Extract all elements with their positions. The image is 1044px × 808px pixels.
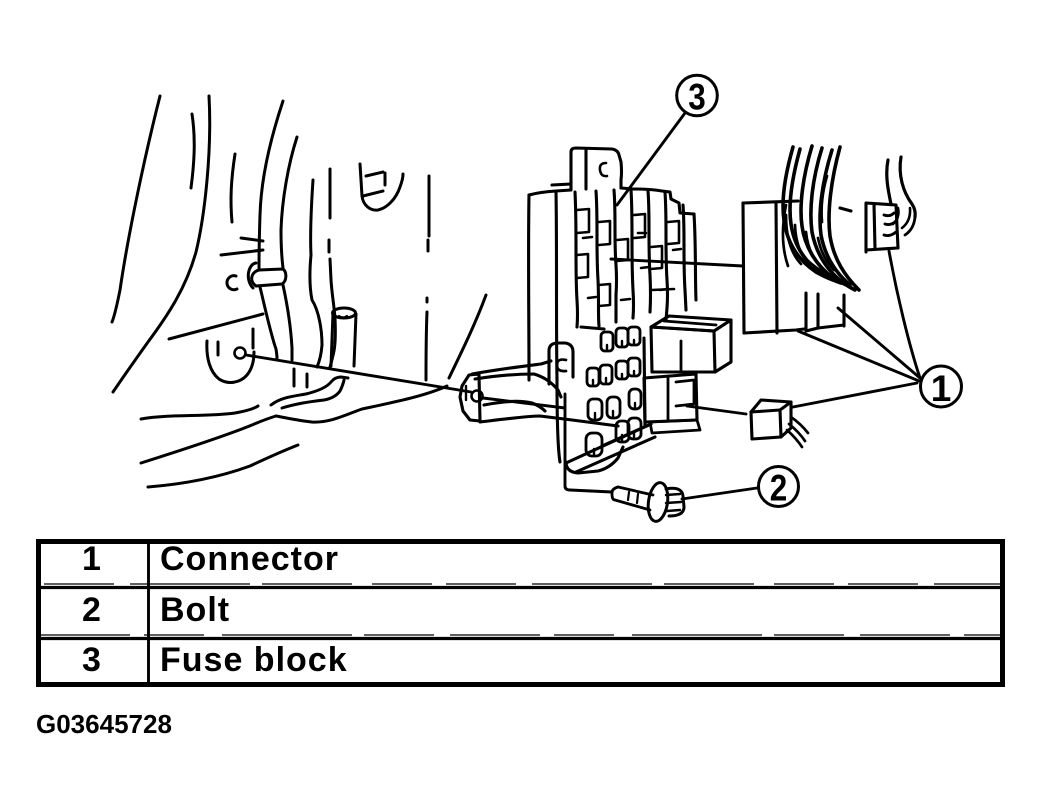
svg-text:3: 3 [82, 641, 102, 679]
svg-text:2: 2 [770, 468, 788, 509]
svg-text:2: 2 [82, 591, 102, 629]
svg-text:1: 1 [82, 540, 102, 578]
svg-text:3: 3 [688, 77, 706, 118]
svg-text:G03645728: G03645728 [36, 709, 172, 739]
svg-text:1: 1 [931, 368, 952, 409]
svg-text:Fuse block: Fuse block [160, 641, 348, 679]
svg-text:Bolt: Bolt [160, 591, 230, 629]
svg-text:Connector: Connector [160, 540, 339, 578]
